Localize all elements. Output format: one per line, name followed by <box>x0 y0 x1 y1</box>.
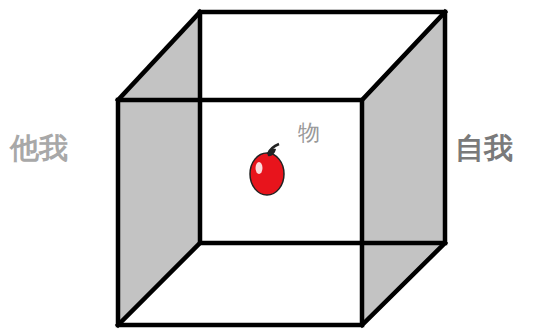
left-face <box>118 12 200 325</box>
caption-label: 他我 <box>10 133 68 165</box>
caption-label: 自我 <box>455 133 513 165</box>
right-face <box>362 12 445 325</box>
cube-edges <box>118 12 445 325</box>
apple-icon <box>250 144 284 195</box>
caption-label: 物 <box>298 121 320 145</box>
